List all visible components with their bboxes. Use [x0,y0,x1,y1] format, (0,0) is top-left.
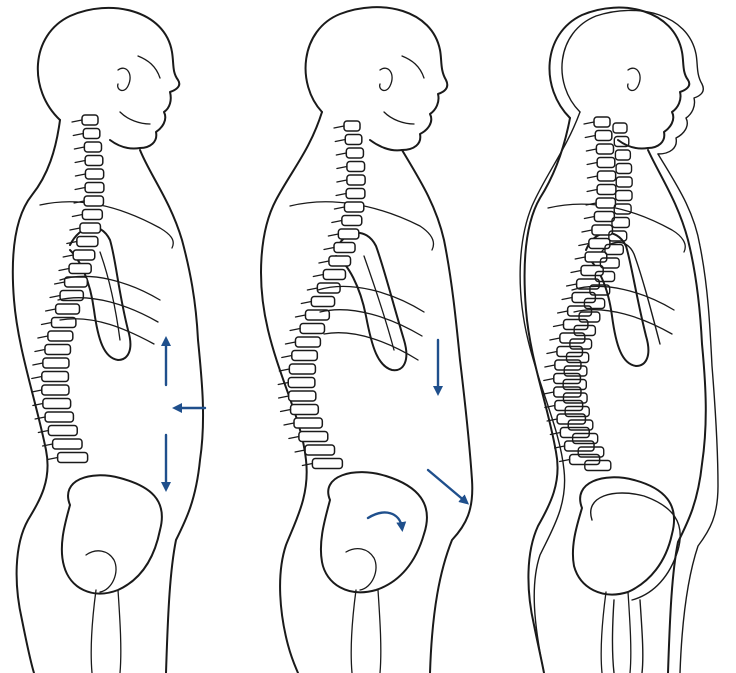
vertebra [84,196,103,206]
vertebra [294,418,322,428]
vertebra [585,252,607,262]
figure-slouched-posture [261,7,472,673]
vertebra [347,162,365,172]
body-front-outline [648,150,706,673]
vertebra [53,439,82,449]
ghost-body-front [658,154,718,673]
vertebra [48,331,73,341]
vertebra [85,156,103,166]
vertebra [82,210,102,220]
body-front-outline [140,150,203,673]
vertebra [596,144,613,154]
vertebra [300,324,324,334]
pelvis [321,472,427,592]
vertebra [342,216,362,226]
vertebra [43,358,69,368]
ghost-head-outline [562,10,703,154]
vertebra [305,310,329,320]
vertebra [311,297,334,307]
body-front-outline [402,150,472,673]
vertebra [347,175,365,185]
vertebra [295,337,320,347]
vertebra [312,459,342,469]
vertebra [345,135,362,145]
vertebra [299,432,328,442]
vertebra [289,391,316,401]
vertebra [69,264,91,274]
vertebra [346,148,363,158]
vertebra [554,374,581,384]
vertebra [596,198,615,208]
vertebra [560,333,585,343]
vertebra [338,229,358,239]
vertebra [291,405,319,415]
figure-overlay-comparison [520,8,718,673]
vertebra [555,401,583,411]
vertebra [43,399,71,409]
vertebra [45,345,71,355]
vertebra [557,414,585,424]
vertebra [572,293,595,303]
arm [336,233,406,370]
vertebra [83,129,100,139]
pelvis [573,477,674,594]
vertebra [346,189,365,199]
vertebra [84,142,101,152]
spine-upright [32,115,104,463]
vertebra-ghost [616,191,632,201]
vertebra [334,243,355,253]
vertebra [597,171,615,181]
vertebra [58,453,88,463]
vertebra [581,266,603,276]
vertebra [305,445,334,455]
vertebra [85,183,104,193]
vertebra [589,239,610,249]
vertebra [292,351,318,361]
vertebra-ghost [614,204,631,214]
vertebra [597,185,616,195]
vertebra [42,385,69,395]
vertebra [560,428,589,438]
vertebra [594,117,610,127]
vertebra [82,115,98,125]
head-outline [549,8,689,149]
vertebra [344,202,363,212]
vertebra [80,223,100,233]
arrow-down-right-icon [428,470,466,502]
vertebra [42,372,69,382]
ear [118,68,130,90]
vertebra [563,320,587,330]
head-outline [306,7,448,150]
figure2-arrows [368,340,466,528]
vertebra [597,158,615,168]
vertebra-ghost [616,164,631,174]
vertebra [329,256,351,266]
vertebra [289,364,315,374]
spine-overlay [544,117,632,471]
vertebra [48,426,77,436]
vertebra [344,121,360,131]
vertebra [288,378,315,388]
figure-upright-posture [13,8,203,673]
vertebra-ghost [613,123,627,133]
vertebra [554,387,581,397]
vertebra [73,250,95,260]
vertebra-ghost [615,150,630,160]
vertebra [595,131,612,141]
vertebra [565,441,594,451]
vertebra [85,169,103,179]
pelvis [62,475,162,593]
vertebra [323,270,345,280]
vertebra [56,304,80,314]
curved-arrow-icon [368,513,402,528]
vertebra [77,237,98,247]
vertebra [45,412,73,422]
vertebra-ghost [616,177,632,187]
